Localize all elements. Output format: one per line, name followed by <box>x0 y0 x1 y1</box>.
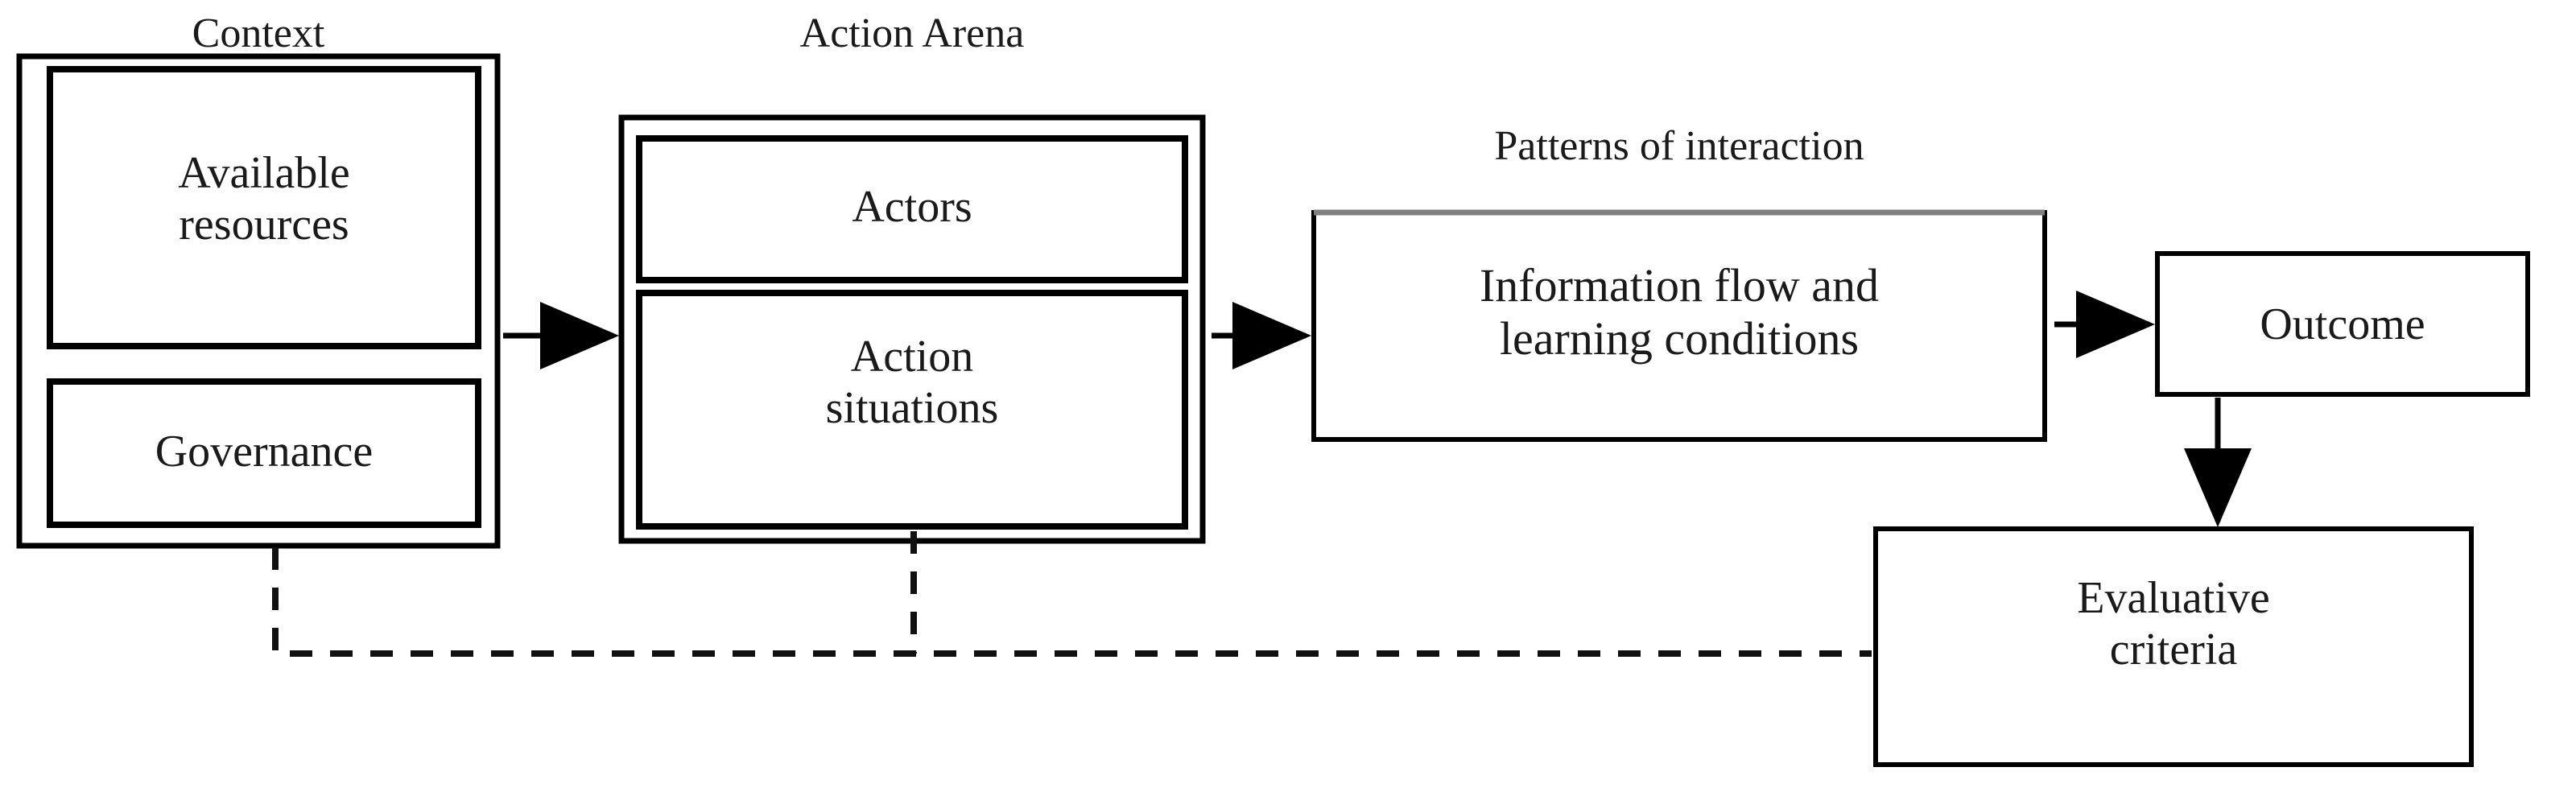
label-evaluative-criteria: Evaluative criteria <box>2077 573 2270 674</box>
box-actors <box>636 135 1188 283</box>
box-information-flow <box>1311 210 2047 442</box>
label-governance: Governance <box>155 427 374 476</box>
box-evaluative-criteria <box>1873 526 2474 767</box>
box-available-resources <box>47 66 481 349</box>
label-available-resources: Available resources <box>178 148 350 250</box>
group-title-action-arena: Action Arena <box>799 10 1025 56</box>
label-information-flow: Information flow and learning conditions <box>1479 259 1880 365</box>
label-actors: Actors <box>852 182 972 232</box>
label-outcome: Outcome <box>2260 299 2425 349</box>
box-governance <box>47 378 481 528</box>
group-title-patterns-of-interaction: Patterns of interaction <box>1494 123 1864 169</box>
dashed-feedback-from-governance <box>272 547 1872 657</box>
group-title-context: Context <box>192 10 325 56</box>
box-action-situations <box>636 290 1188 530</box>
label-action-situations: Action situations <box>825 332 999 433</box>
box-outcome <box>2155 251 2530 397</box>
context-group-frame <box>16 53 501 549</box>
